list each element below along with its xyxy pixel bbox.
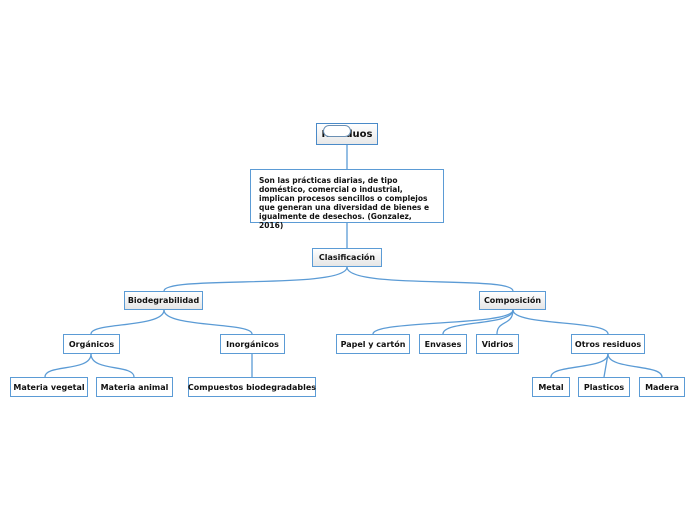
other-waste-node[interactable]: Otros residuos: [571, 334, 645, 354]
connector-composition-glass: [496, 309, 514, 335]
connector-other-plastic: [603, 353, 609, 378]
other-waste-label: Otros residuos: [574, 339, 642, 349]
connector-biodegradability-organic: [90, 309, 165, 335]
organic-node[interactable]: Orgánicos: [63, 334, 120, 354]
glass-node[interactable]: Vidrios: [476, 334, 519, 354]
glass-label: Vidrios: [481, 339, 514, 349]
connector-composition-paper: [372, 309, 514, 335]
classification-label: Clasificación: [318, 253, 376, 262]
inorganic-node[interactable]: Inorgánicos: [220, 334, 285, 354]
description-node[interactable]: Son las prácticas diarias, de tipo domés…: [250, 169, 444, 230]
wood-node[interactable]: Madera: [639, 377, 685, 397]
containers-label: Envases: [424, 339, 462, 349]
plastics-label: Plasticos: [583, 382, 625, 392]
description-text: Son las prácticas diarias, de tipo domés…: [259, 176, 430, 230]
composition-label: Composición: [483, 296, 542, 305]
connector-other-metal: [550, 353, 609, 378]
metal-label: Metal: [538, 382, 564, 392]
connector-organic-vegetal: [44, 353, 92, 378]
biodegradable-compounds-label: Compuestos biodegradables: [187, 382, 317, 392]
connector-organic-animal: [90, 353, 135, 378]
biodegradability-node[interactable]: Biodegrabilidad: [124, 291, 203, 310]
biodegradability-label: Biodegrabilidad: [127, 296, 200, 305]
biodegradable-compounds-node[interactable]: Compuestos biodegradables: [188, 377, 316, 397]
animal-matter-node[interactable]: Materia animal: [96, 377, 173, 397]
connector-other-wood: [607, 353, 663, 378]
composition-node[interactable]: Composición: [479, 291, 546, 310]
animal-matter-label: Materia animal: [100, 382, 169, 392]
wood-label: Madera: [645, 382, 679, 392]
connector-classification-composition: [346, 266, 514, 292]
paper-cardboard-node[interactable]: Papel y cartón: [336, 334, 410, 354]
connector-classification-biodegradability: [163, 266, 348, 292]
connector-composition-other: [512, 309, 609, 335]
vegetal-matter-node[interactable]: Materia vegetal: [10, 377, 88, 397]
connector-composition-containers: [442, 309, 514, 335]
metal-node[interactable]: Metal: [532, 377, 570, 397]
inorganic-label: Inorgánicos: [226, 339, 279, 349]
connector-biodegradability-inorganic: [163, 309, 253, 335]
comment-bubble-icon: [323, 125, 351, 137]
organic-label: Orgánicos: [68, 339, 115, 349]
classification-node[interactable]: Clasificación: [312, 248, 382, 267]
containers-node[interactable]: Envases: [419, 334, 467, 354]
vegetal-matter-label: Materia vegetal: [13, 382, 85, 392]
paper-cardboard-label: Papel y cartón: [340, 339, 406, 349]
plastics-node[interactable]: Plasticos: [578, 377, 630, 397]
